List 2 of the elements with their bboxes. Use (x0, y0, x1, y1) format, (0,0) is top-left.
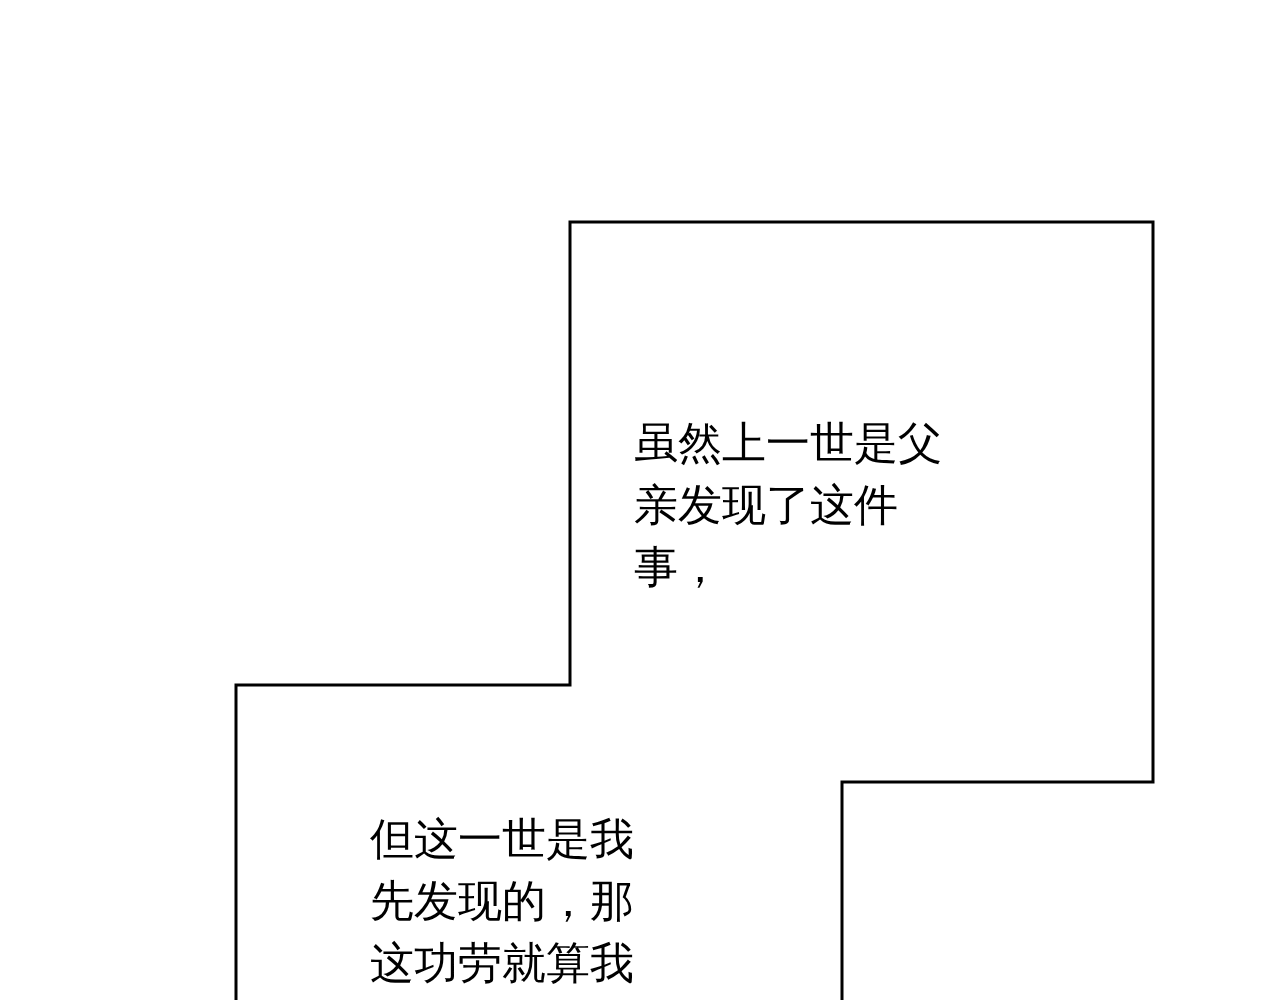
dialogue-text: 虽然上一世是父亲发现了这件事， (634, 416, 943, 594)
dialogue-text: 但这一世是我先发现的，那这功劳就算我 (370, 812, 635, 990)
